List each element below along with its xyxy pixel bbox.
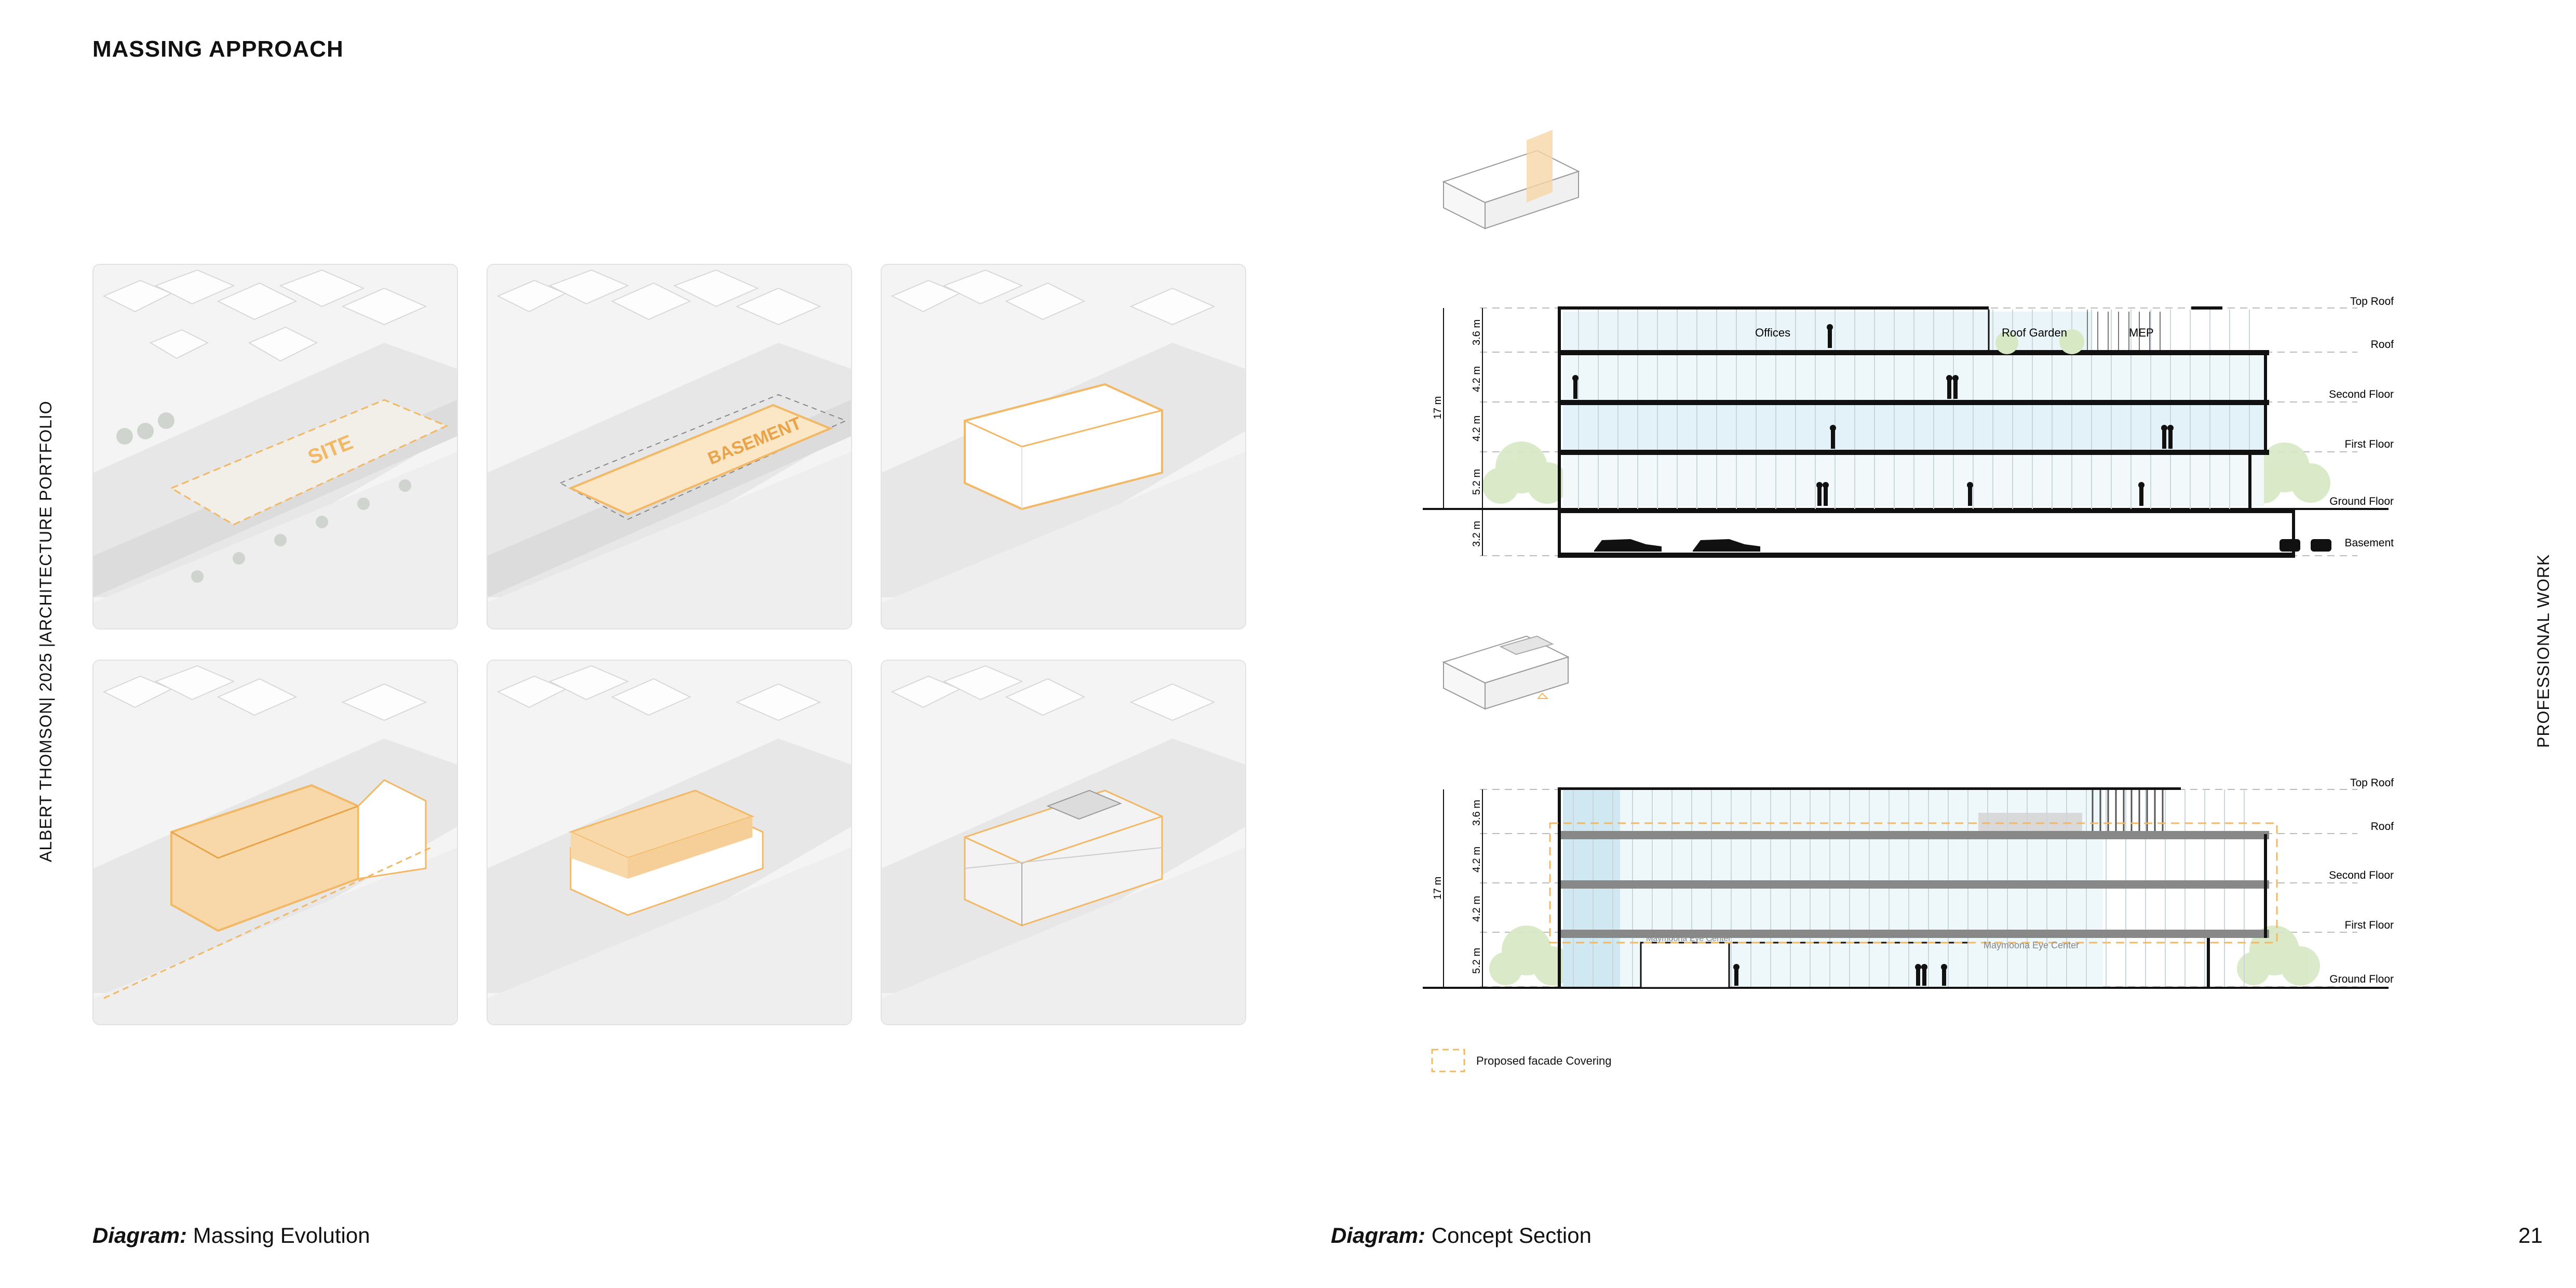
layers-axonometric [488, 661, 851, 1024]
volume-axonometric [882, 265, 1245, 628]
massing-step-mass [92, 660, 458, 1025]
s2-sign-entrance: Maymoona Eye Center [1646, 934, 1731, 943]
caption-left-text: Massing Evolution [187, 1223, 370, 1247]
s1-room-offices: Offices [1755, 326, 1790, 339]
concept-section-1: 3.6 m 4.2 m 4.2 m 5.2 m 3.2 m 17 m Offic… [1423, 296, 2394, 558]
caption-massing-evolution: Diagram: Massing Evolution [92, 1223, 370, 1248]
s2-level-roof: Roof [2371, 821, 2394, 833]
s2-dim-ground: 5.2 m [1471, 948, 1482, 974]
s2-dim-roof: 3.6 m [1471, 800, 1482, 826]
s1-level-roof: Roof [2371, 339, 2394, 351]
s1-total-height: 17 m [1432, 396, 1444, 419]
section2-key-axonometric [1442, 635, 1570, 710]
s1-level-second: Second Floor [2329, 388, 2394, 400]
s2-level-top-roof: Top Roof [2350, 777, 2394, 789]
massing-step-volume [881, 264, 1246, 629]
massing-step-final [881, 660, 1246, 1025]
s1-dim-basement: 3.2 m [1471, 521, 1482, 547]
final-axonometric [882, 661, 1245, 1024]
s2-total-height: 17 m [1432, 877, 1444, 900]
facade-covering-legend-swatch [1431, 1049, 1465, 1072]
basement-axonometric: BASEMENT [488, 265, 851, 628]
s2-level-ground: Ground Floor [2329, 973, 2394, 985]
s1-dim-ground: 5.2 m [1471, 469, 1482, 495]
s2-dim-first: 4.2 m [1471, 896, 1482, 922]
s1-level-basement: Basement [2344, 537, 2394, 549]
s1-dim-first: 4.2 m [1471, 415, 1482, 441]
s1-room-mep: MEP [2129, 326, 2154, 339]
caption-concept-section: Diagram: Concept Section [1331, 1223, 1592, 1248]
massing-step-basement: BASEMENT [487, 264, 852, 629]
page-title: MASSING APPROACH [92, 36, 344, 62]
section-side-label: PROFESSIONAL WORK [2534, 554, 2553, 748]
s2-level-first: First Floor [2345, 919, 2394, 931]
s2-sign-facade: Maymoona Eye Center [1984, 940, 2079, 950]
page-number: 21 [2518, 1223, 2543, 1247]
s1-dim-roof: 3.6 m [1471, 319, 1482, 345]
s2-level-second: Second Floor [2329, 869, 2394, 881]
caption-right-bold: Diagram: [1331, 1223, 1426, 1247]
s1-level-ground: Ground Floor [2329, 495, 2394, 507]
s2-dim-second: 4.2 m [1471, 847, 1482, 873]
caption-right-text: Concept Section [1425, 1223, 1592, 1247]
concept-section-2: Maymoona Eye Center Maymoona Eye Center … [1423, 777, 2394, 989]
section1-key-axonometric [1442, 130, 1580, 230]
site-axonometric: SITE [93, 265, 457, 628]
mass-axonometric [93, 661, 457, 1024]
s1-room-roof-garden: Roof Garden [2002, 326, 2067, 339]
portfolio-side-label: ALBERT THOMSON| 2025 |ARCHITECTURE PORTF… [36, 400, 55, 862]
s1-dim-second: 4.2 m [1471, 366, 1482, 392]
caption-left-bold: Diagram: [92, 1223, 187, 1247]
s1-level-top-roof: Top Roof [2350, 296, 2394, 307]
massing-step-layers [487, 660, 852, 1025]
facade-covering-legend-label: Proposed facade Covering [1476, 1054, 1612, 1067]
s1-level-first: First Floor [2345, 438, 2394, 450]
massing-step-site: SITE [92, 264, 458, 629]
